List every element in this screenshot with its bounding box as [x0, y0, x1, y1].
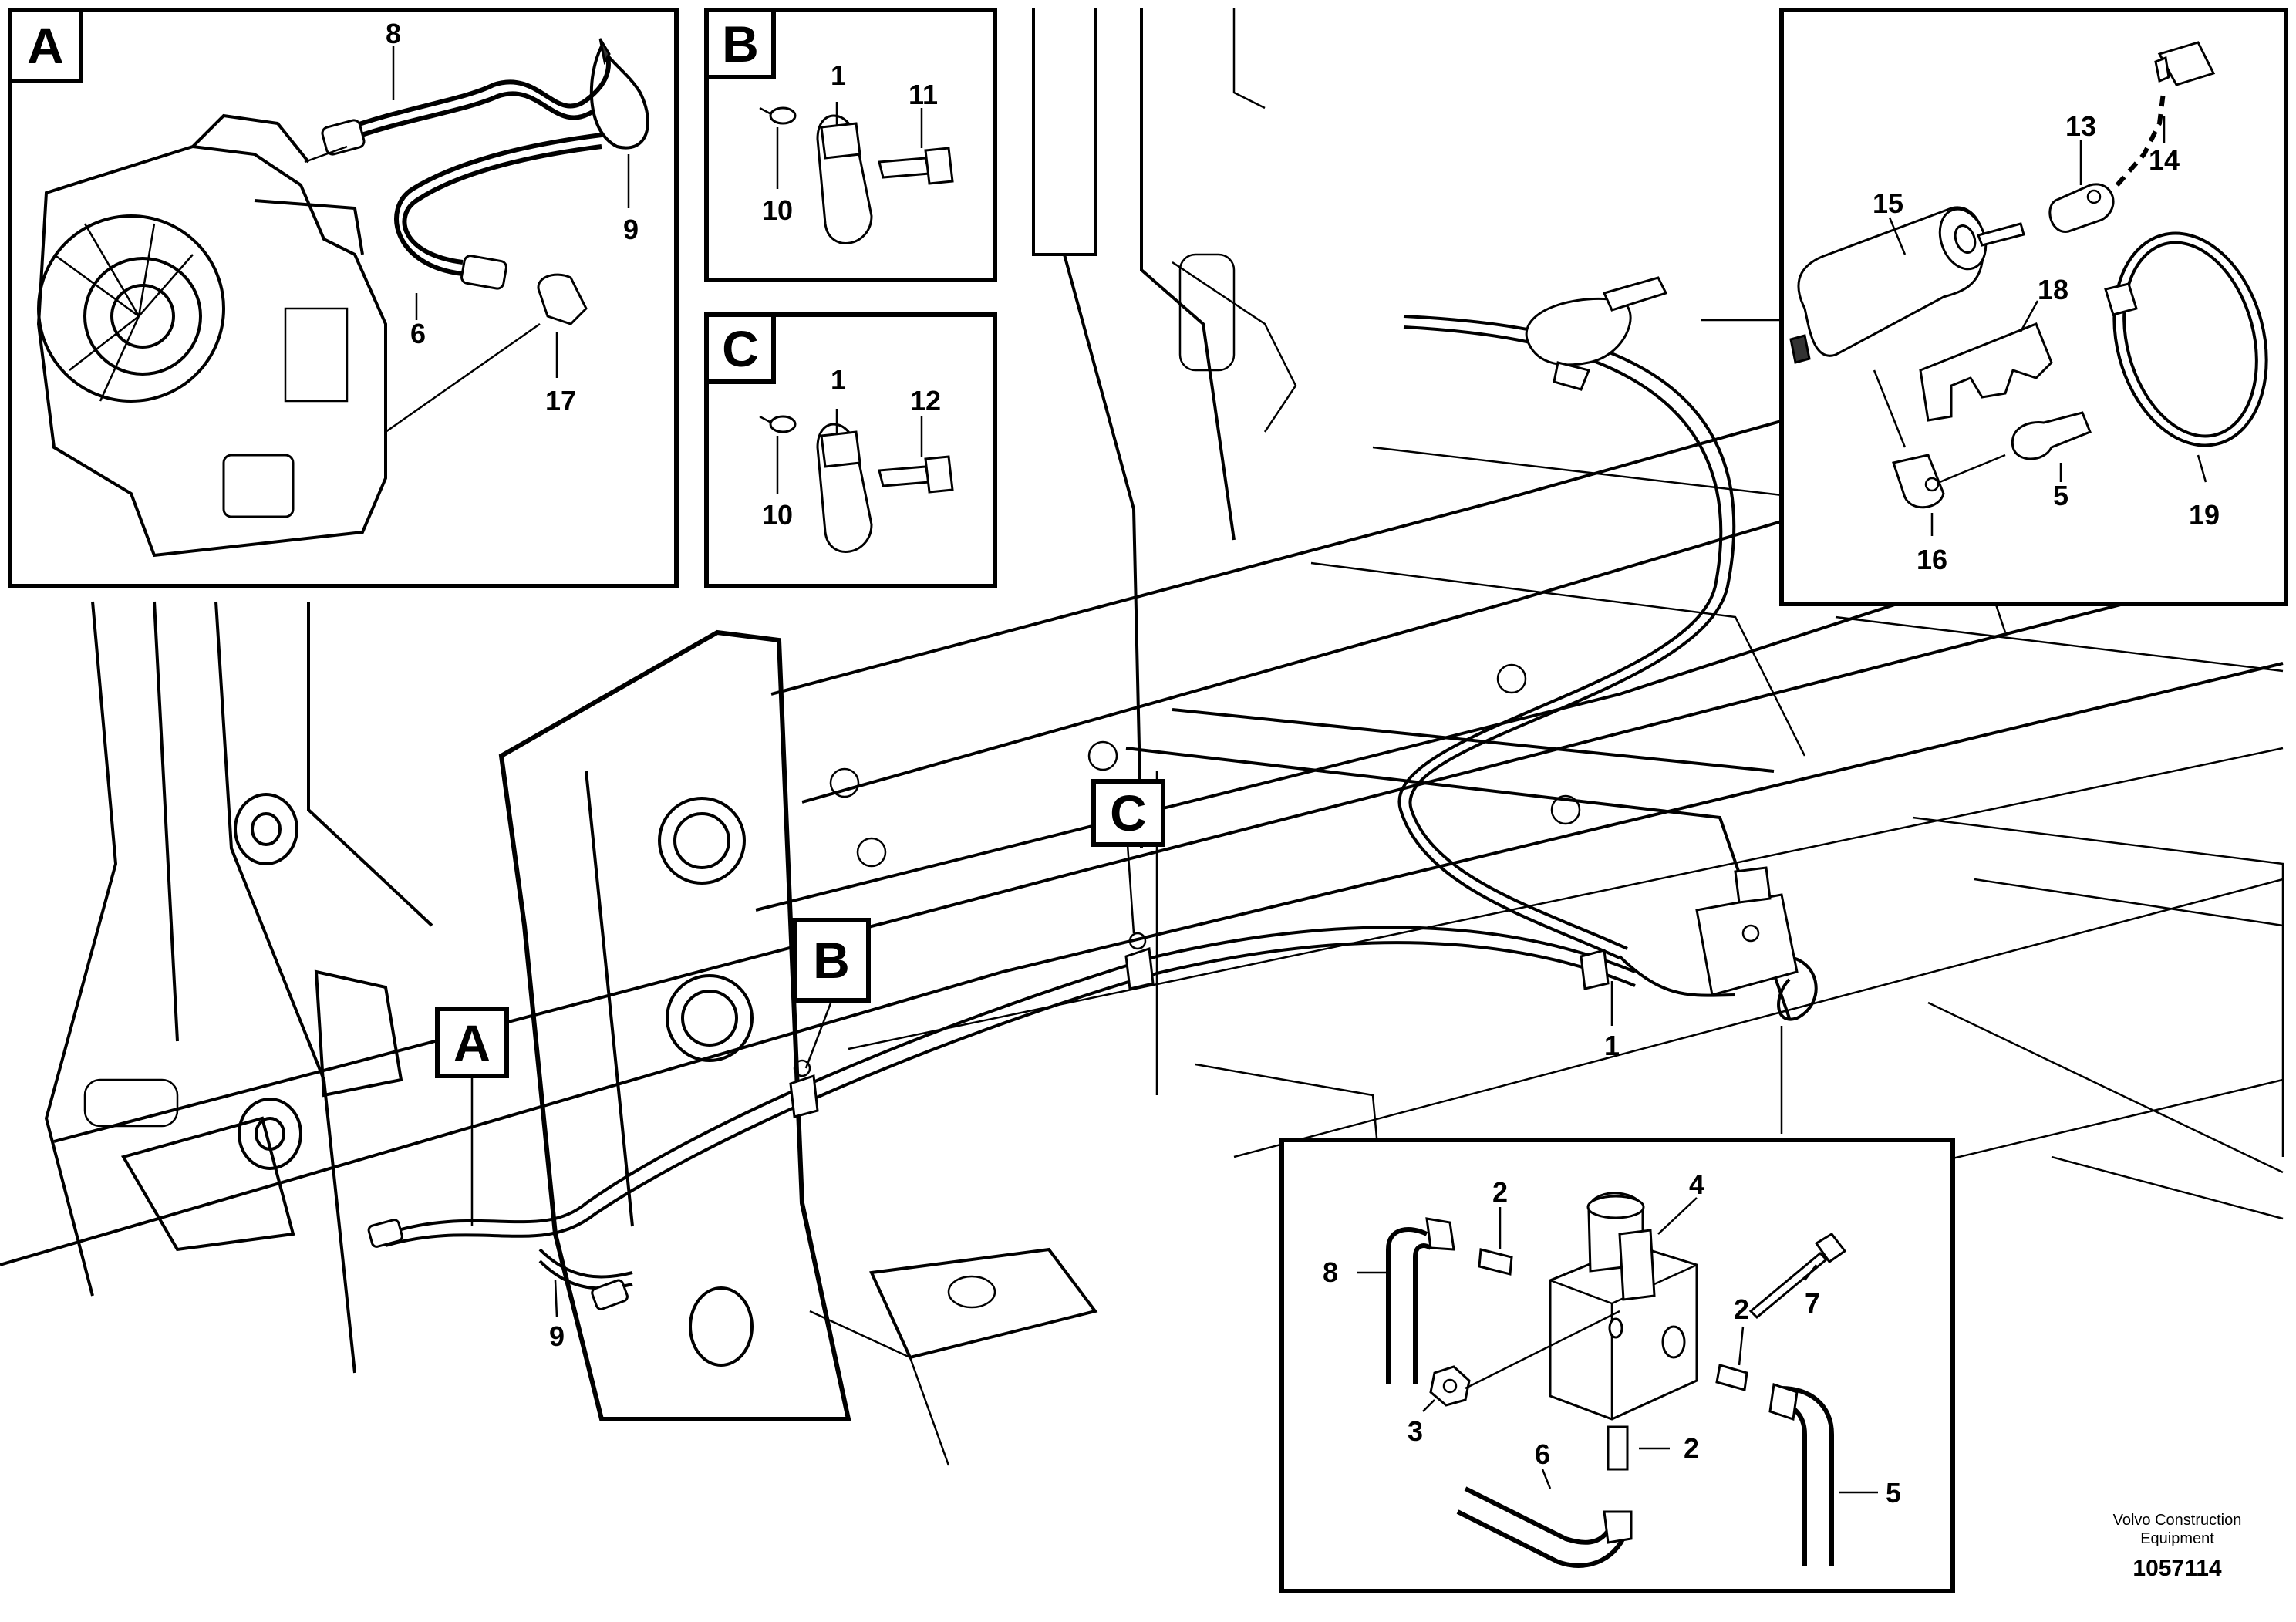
main-view-marker-B: B — [792, 918, 871, 1003]
detail-C-callout-10: 10 — [762, 499, 793, 531]
main-view-marker-C: C — [1091, 779, 1165, 847]
valve-callout-3: 3 — [1408, 1415, 1423, 1447]
valve-callout-4: 4 — [1689, 1168, 1704, 1200]
main-callout-1: 1 — [1604, 1030, 1620, 1061]
detail-C-letter: C — [722, 320, 759, 377]
sensor-callout-19: 19 — [2189, 499, 2220, 531]
valve-callout-8: 8 — [1323, 1256, 1338, 1288]
detail-B-callout-1: 1 — [831, 59, 846, 91]
sensor-callout-16: 16 — [1917, 544, 1947, 575]
main-callout-9: 9 — [549, 1320, 565, 1352]
detail-sensor-panel: 13 14 15 18 19 5 16 — [1779, 8, 2288, 606]
document-number: 1057114 — [2132, 1556, 2221, 1581]
footer-credit: Volvo Construction Equipment 1057114 — [2113, 1512, 2242, 1581]
credit-line-2: Equipment — [2140, 1530, 2214, 1547]
detail-A-letter: A — [27, 17, 64, 74]
marker-B-letter: B — [813, 932, 850, 989]
detail-C-callout-1: 1 — [831, 364, 846, 396]
valve-callout-5: 5 — [1886, 1477, 1901, 1509]
valve-callout-7: 7 — [1805, 1287, 1820, 1319]
detail-B-panel: B 1 11 10 — [704, 8, 997, 282]
sensor-callout-14: 14 — [2149, 144, 2180, 176]
detail-A-panel: A 8 9 6 17 — [8, 8, 679, 588]
detail-B-callout-10: 10 — [762, 194, 793, 226]
detail-A-callout-9: 9 — [623, 214, 639, 245]
detail-A-callout-17: 17 — [545, 385, 576, 416]
sensor-callout-13: 13 — [2065, 110, 2096, 142]
main-view-leaders — [470, 319, 1783, 1318]
detail-C-panel: C 1 12 10 — [704, 312, 997, 588]
valve-callout-2a: 2 — [1492, 1176, 1508, 1208]
marker-A-letter: A — [453, 1014, 491, 1071]
valve-callout-6: 6 — [1535, 1438, 1550, 1470]
detail-A-callout-8: 8 — [386, 18, 401, 49]
main-view-hoses — [367, 276, 1818, 1310]
detail-C-callout-12: 12 — [910, 385, 941, 416]
detail-B-callout-11: 11 — [909, 79, 938, 110]
detail-valve-panel: 2 4 8 7 2 3 2 6 5 — [1279, 1138, 1955, 1593]
main-view-marker-A: A — [435, 1007, 509, 1078]
valve-callout-2b: 2 — [1734, 1293, 1749, 1325]
sensor-callout-18: 18 — [2038, 274, 2068, 305]
detail-A-callout-6: 6 — [410, 318, 426, 349]
valve-callout-2c: 2 — [1684, 1432, 1699, 1464]
sensor-callout-5: 5 — [2053, 480, 2068, 511]
detail-B-letter: B — [722, 15, 759, 73]
sensor-callout-15: 15 — [1873, 187, 1903, 219]
credit-line-1: Volvo Construction — [2113, 1512, 2242, 1529]
marker-C-letter: C — [1110, 784, 1147, 841]
